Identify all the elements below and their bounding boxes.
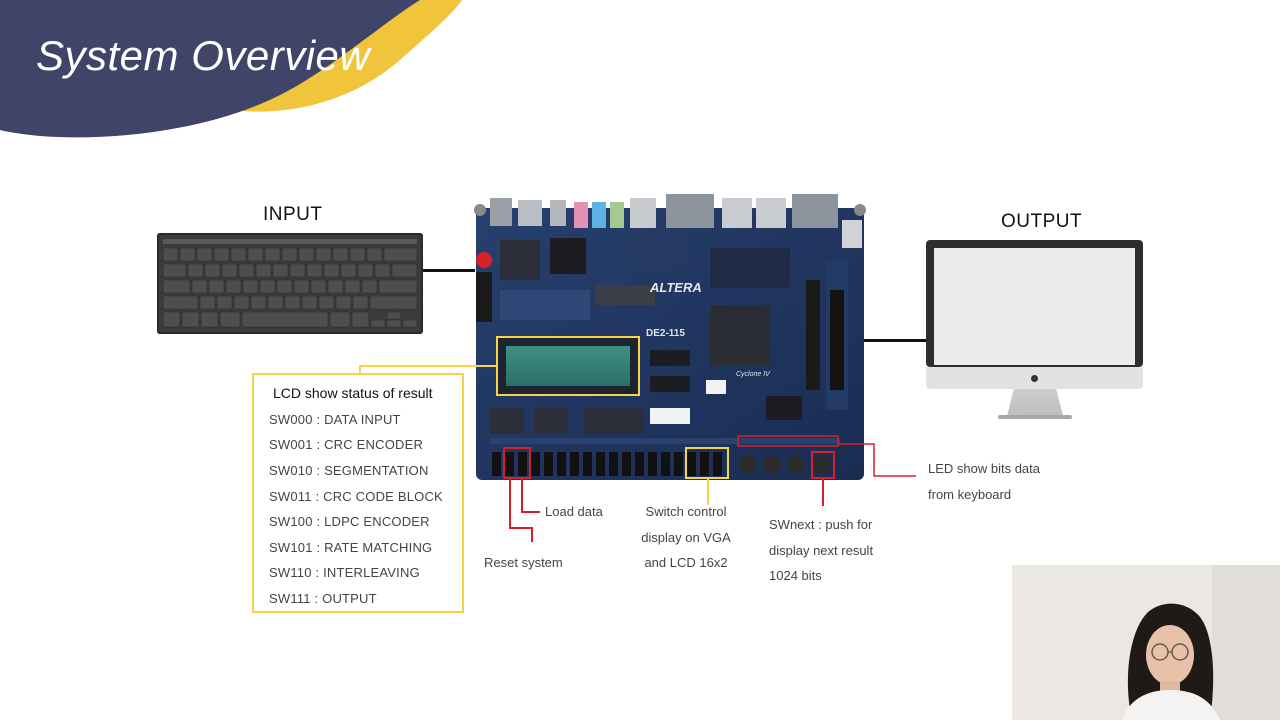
slide-switches xyxy=(492,452,722,476)
led-highlight-box xyxy=(737,435,839,447)
reset-system-label: Reset system xyxy=(484,555,563,570)
switch-control-label: Switch control display on VGA and LCD 16… xyxy=(636,499,736,576)
sw-item: SW111 : OUTPUT xyxy=(269,591,377,606)
presenter-webcam xyxy=(1012,565,1280,720)
power-button xyxy=(476,252,492,268)
led-row xyxy=(490,438,840,444)
sw-item: SW001 : CRC ENCODER xyxy=(269,437,424,452)
reset-callout-line xyxy=(509,478,533,542)
monitor-screen xyxy=(934,248,1135,365)
banner-navy-shape xyxy=(0,0,420,138)
swnext-line: SWnext : push for xyxy=(769,517,873,532)
lcd-status-title: LCD show status of result xyxy=(273,385,433,401)
presenter-image xyxy=(1012,565,1280,720)
board-brand: ALTERA xyxy=(649,280,702,295)
swnext-label: SWnext : push for display next result 10… xyxy=(769,512,873,589)
keyboard-keys xyxy=(162,239,418,328)
switch-control-line: Switch control xyxy=(645,504,727,519)
slide-title: System Overview xyxy=(36,32,371,79)
sw-item: SW000 : DATA INPUT xyxy=(269,412,401,427)
led-show-line: from keyboard xyxy=(928,486,1012,502)
monitor-stand xyxy=(1007,389,1063,416)
sw-item: SW011 : CRC CODE BLOCK xyxy=(269,489,443,504)
led-show-line: LED show bits data xyxy=(928,461,1041,476)
board-chip: Cyclone IV xyxy=(736,371,771,378)
top-connectors xyxy=(474,194,866,248)
board-model: DE2-115 xyxy=(646,328,685,339)
switch-control-line: display on VGA xyxy=(641,529,731,545)
push-buttons xyxy=(739,456,831,474)
monitor-base xyxy=(998,415,1072,419)
swnext-line: display next result xyxy=(769,542,874,558)
lcd-status-box xyxy=(252,373,464,613)
switch-control-line: and LCD 16x2 xyxy=(644,555,728,570)
keyboard-connection-line xyxy=(423,269,475,272)
monitor-connection-line xyxy=(862,339,926,342)
swnext-line: 1024 bits xyxy=(769,568,822,583)
monitor-logo-dot xyxy=(1031,375,1038,382)
title-banner xyxy=(0,0,462,138)
input-heading: INPUT xyxy=(263,204,323,225)
sw-item: SW100 : LDPC ENCODER xyxy=(269,514,430,529)
fpga-board-image: ALTERA DE2-115 Cyclone IV xyxy=(474,194,866,480)
led-show-label: LED show bits data from keyboard xyxy=(928,456,1040,507)
sw-item: SW010 : SEGMENTATION xyxy=(269,463,429,478)
lcd-highlight-box xyxy=(496,336,640,396)
sw-item: SW101 : RATE MATCHING xyxy=(269,540,433,555)
lcd-panel xyxy=(506,346,630,386)
keyboard-image xyxy=(157,233,423,334)
output-heading: OUTPUT xyxy=(1001,211,1083,232)
sw-item: SW110 : INTERLEAVING xyxy=(269,565,420,580)
load-data-label: Load data xyxy=(545,504,603,519)
fpga-chip xyxy=(710,305,770,365)
